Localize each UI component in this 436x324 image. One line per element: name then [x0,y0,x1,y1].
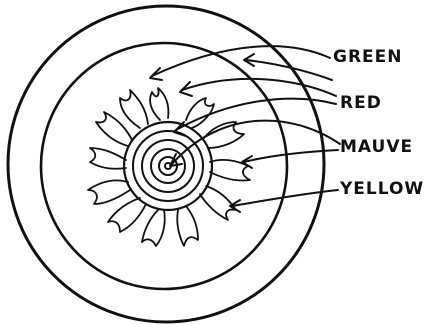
label-yellow: YELLOW [339,179,424,199]
flame-petal [177,206,198,246]
pointer-lines [150,46,340,212]
label-green: GREEN [333,47,403,67]
label-red: RED [340,93,382,113]
inner-circle-3 [142,140,194,192]
label-mauve: MAUVE [340,137,413,157]
flame-petal [150,88,168,120]
flame-petal [88,180,130,204]
flame-petal [108,198,146,232]
flame-petal [204,122,244,148]
inner-concentric-circles [124,122,212,210]
flame-petal [90,148,126,169]
inner-circle-1 [124,122,212,210]
inner-circle-2 [133,131,203,201]
flame-petal [142,210,165,246]
inner-circle-4 [151,149,185,183]
flame-petals [88,88,250,246]
flame-petal [120,90,148,128]
mauve-pointer-line [172,121,340,164]
